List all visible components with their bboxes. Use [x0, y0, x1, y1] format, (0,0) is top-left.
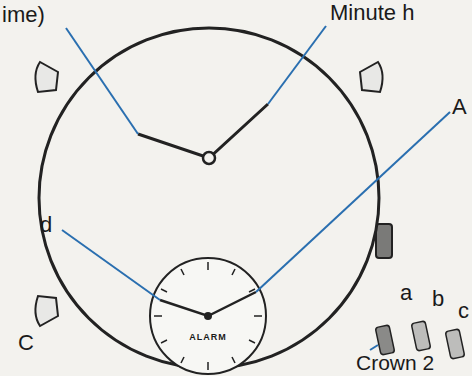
alarm-subdial — [150, 258, 266, 374]
pusher — [360, 62, 383, 92]
pusher — [35, 296, 58, 326]
callout-label: A — [452, 96, 467, 118]
subdial-ticks — [154, 262, 262, 370]
subdial-pivot — [204, 312, 212, 320]
position-letter: c — [458, 300, 469, 322]
crown-label: Crown 2 — [356, 352, 434, 373]
leader-line — [268, 26, 326, 104]
callout-label: d — [40, 214, 52, 236]
crown-position — [445, 329, 465, 359]
leader-line — [62, 230, 160, 300]
callout-label: Minute h — [330, 2, 414, 24]
watch-hands — [138, 104, 268, 158]
callout-label: C — [18, 332, 34, 354]
pusher — [35, 62, 58, 92]
pivot — [203, 152, 215, 164]
crown — [376, 224, 392, 258]
crown-position — [375, 325, 395, 355]
dial-text: ALARM — [189, 333, 227, 342]
leader-line — [256, 112, 450, 292]
position-letter: a — [400, 282, 412, 304]
watch-case — [39, 28, 379, 368]
leader-line — [370, 345, 378, 350]
crown-position — [411, 321, 431, 351]
leader-line — [66, 28, 138, 134]
callout-label: ime) — [2, 4, 45, 26]
position-letter: b — [432, 288, 444, 310]
